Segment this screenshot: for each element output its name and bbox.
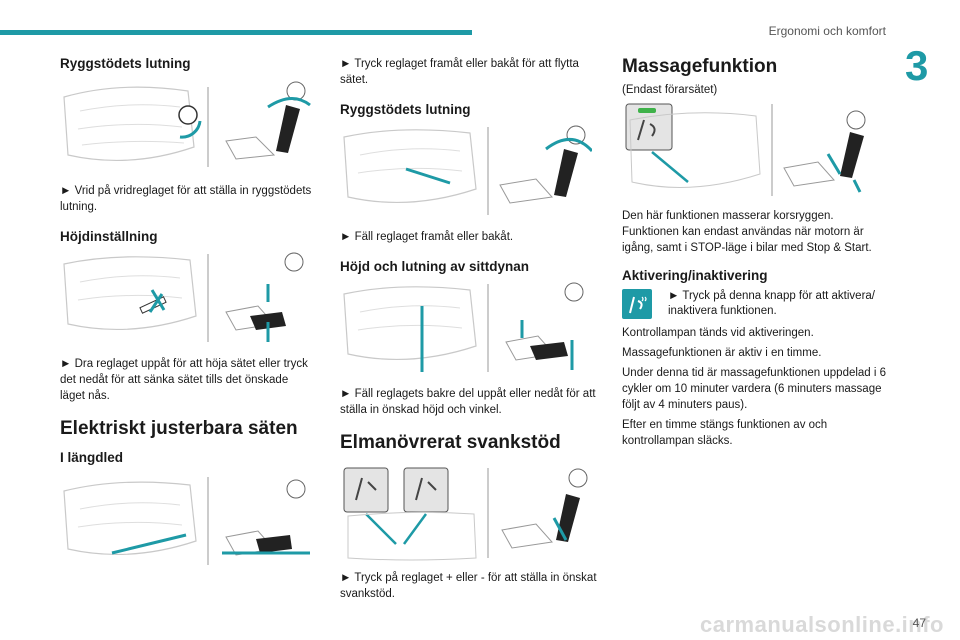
text-height-lever: ► Dra reglaget uppåt för att höja sätet … — [60, 358, 308, 402]
massage-button-icon — [622, 289, 652, 319]
column-1: Ryggstödets lutning ► Vrid på vridreglag… — [60, 56, 312, 577]
text-auto-off: Efter en timme stängs funktionen av och … — [622, 419, 828, 447]
header-accent-bar — [0, 30, 472, 35]
section-title-activation: Aktivering/inaktivering — [622, 268, 768, 283]
illustration-lumbar — [340, 464, 592, 562]
header-title: Ergonomi och komfort — [768, 24, 886, 38]
section-title-backrest-electric: Ryggstödets lutning — [340, 102, 471, 117]
watermark: carmanualsonline.info — [700, 612, 944, 637]
illustration-longitudinal — [60, 471, 312, 569]
massage-subtitle: (Endast förarsätet) — [622, 84, 718, 96]
section-title-height: Höjdinställning — [60, 229, 158, 244]
section-title-lumbar: Elmanövrerat svankstöd — [340, 432, 561, 453]
illustration-height-lever — [60, 250, 312, 348]
section-title-cushion: Höjd och lutning av sittdynan — [340, 259, 529, 274]
section-title-backrest-angle: Ryggstödets lutning — [60, 56, 191, 71]
page-number: 47 — [912, 616, 926, 630]
text-backrest-knob: ► Vrid på vridreglaget för att ställa in… — [60, 185, 312, 213]
text-cushion: ► Fäll reglagets bakre del uppåt eller n… — [340, 388, 596, 416]
text-cycles: Under denna tid är massagefunktionen upp… — [622, 367, 887, 411]
section-title-longitudinal: I längdled — [60, 450, 124, 465]
activation-row: ► Tryck på denna knapp för att aktivera/… — [622, 289, 890, 323]
column-2: ► Tryck reglaget framåt eller bakåt för … — [340, 56, 602, 606]
illustration-backrest-knob — [60, 77, 312, 175]
text-backrest-electric: ► Fäll reglaget framåt eller bakåt. — [340, 231, 514, 243]
text-indicator-on: Kontrollampan tänds vid aktiveringen. — [622, 327, 814, 339]
illustration-backrest-electric — [340, 123, 592, 221]
section-title-electric-seats: Elektriskt justerbara säten — [60, 418, 298, 439]
section-title-massage: Massagefunktion — [622, 56, 778, 77]
column-3: Massagefunktion (Endast förarsätet) Den … — [622, 56, 890, 453]
illustration-cushion — [340, 280, 592, 378]
text-lumbar: ► Tryck på reglaget + eller - för att st… — [340, 572, 597, 600]
text-longitudinal: ► Tryck reglaget framåt eller bakåt för … — [340, 58, 579, 86]
text-active-one-hour: Massagefunktionen är aktiv i en timme. — [622, 347, 822, 359]
illustration-massage — [622, 102, 874, 200]
text-massage-intro: Den här funktionen masserar korsryggen. … — [622, 210, 872, 254]
chapter-number: 3 — [905, 42, 929, 89]
text-activation-instruction: ► Tryck på denna knapp för att aktivera/… — [668, 290, 875, 317]
